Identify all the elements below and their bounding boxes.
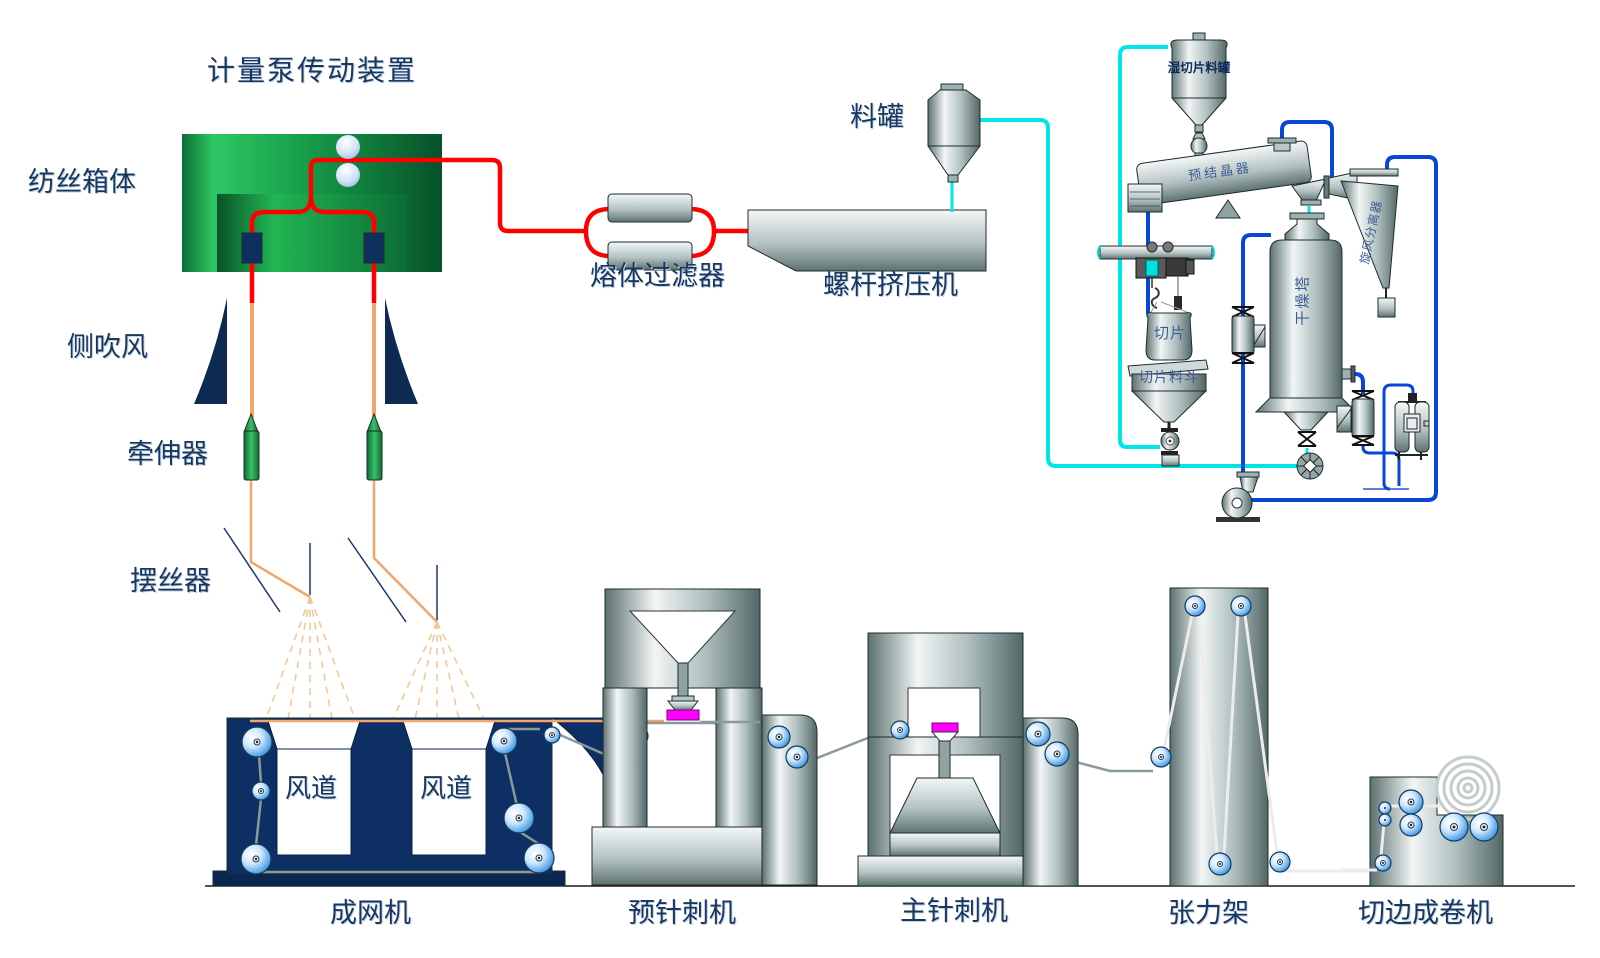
pre-needle-loom [591,588,894,886]
label-material-tank: 料罐 [850,102,904,132]
web-former [212,717,664,887]
label-spinning-box: 纺丝箱体 [28,167,136,197]
fabric-roll [1435,755,1501,821]
label-air-duct-2: 风道 [420,774,473,803]
traverse-device-lines [223,527,438,623]
chip-bag [1145,312,1193,361]
drawing-devices [243,412,383,481]
label-drying-tower: 干燥塔 [1295,274,1312,326]
filament-threads [249,303,485,720]
needle-plate [666,709,700,721]
twin-tower-air-dryer [1394,393,1430,460]
spinneret-blocks [241,232,385,264]
wet-chip-tank [1170,32,1228,133]
chip-hopper [1127,359,1209,423]
label-main-needle-loom: 主针刺机 [900,896,1008,926]
needle-plate [931,722,959,733]
label-screw-extruder: 螺杆挤压机 [823,270,958,300]
edge-cut-winder [1340,755,1504,887]
label-web-former: 成网机 [330,898,411,928]
label-metering-pump-drive: 计量泵传动装置 [207,56,418,87]
hoist-crane [1097,241,1215,313]
material-tank [927,83,981,212]
metering-pump [336,135,360,187]
label-melt-filter: 熔体过滤器 [590,261,725,291]
tension-frame [1150,587,1376,887]
pre-crystallizer [1127,137,1327,219]
label-side-blowing: 侧吹风 [67,332,148,362]
main-needle-loom [857,632,1153,887]
label-chip-hopper: 切片料斗 [1139,371,1199,386]
hopper-rotary-valve [1160,422,1180,467]
label-wet-chip-tank: 湿切片料罐 [1167,61,1231,75]
label-pre-needle-loom: 预针刺机 [628,898,736,928]
regeneration-heater [1336,390,1375,446]
screw-extruder [747,209,987,272]
label-traverse-device: 摆丝器 [130,566,211,596]
melt-pipe [249,157,752,303]
side-blowing-ducts [194,298,418,404]
cyclone-separator [1323,168,1399,318]
star-valve [1296,452,1324,480]
melt-filter [607,193,693,271]
label-edge-cut-winder: 切边成卷机 [1358,898,1493,928]
label-drawing-device: 牵伸器 [127,439,208,469]
label-tension-frame: 张力架 [1168,898,1249,928]
label-chips: 切片 [1154,326,1187,342]
label-air-duct-1: 风道 [285,774,338,803]
air-heater [1231,306,1266,364]
blower [1216,471,1260,522]
drying-tower [1254,212,1358,447]
